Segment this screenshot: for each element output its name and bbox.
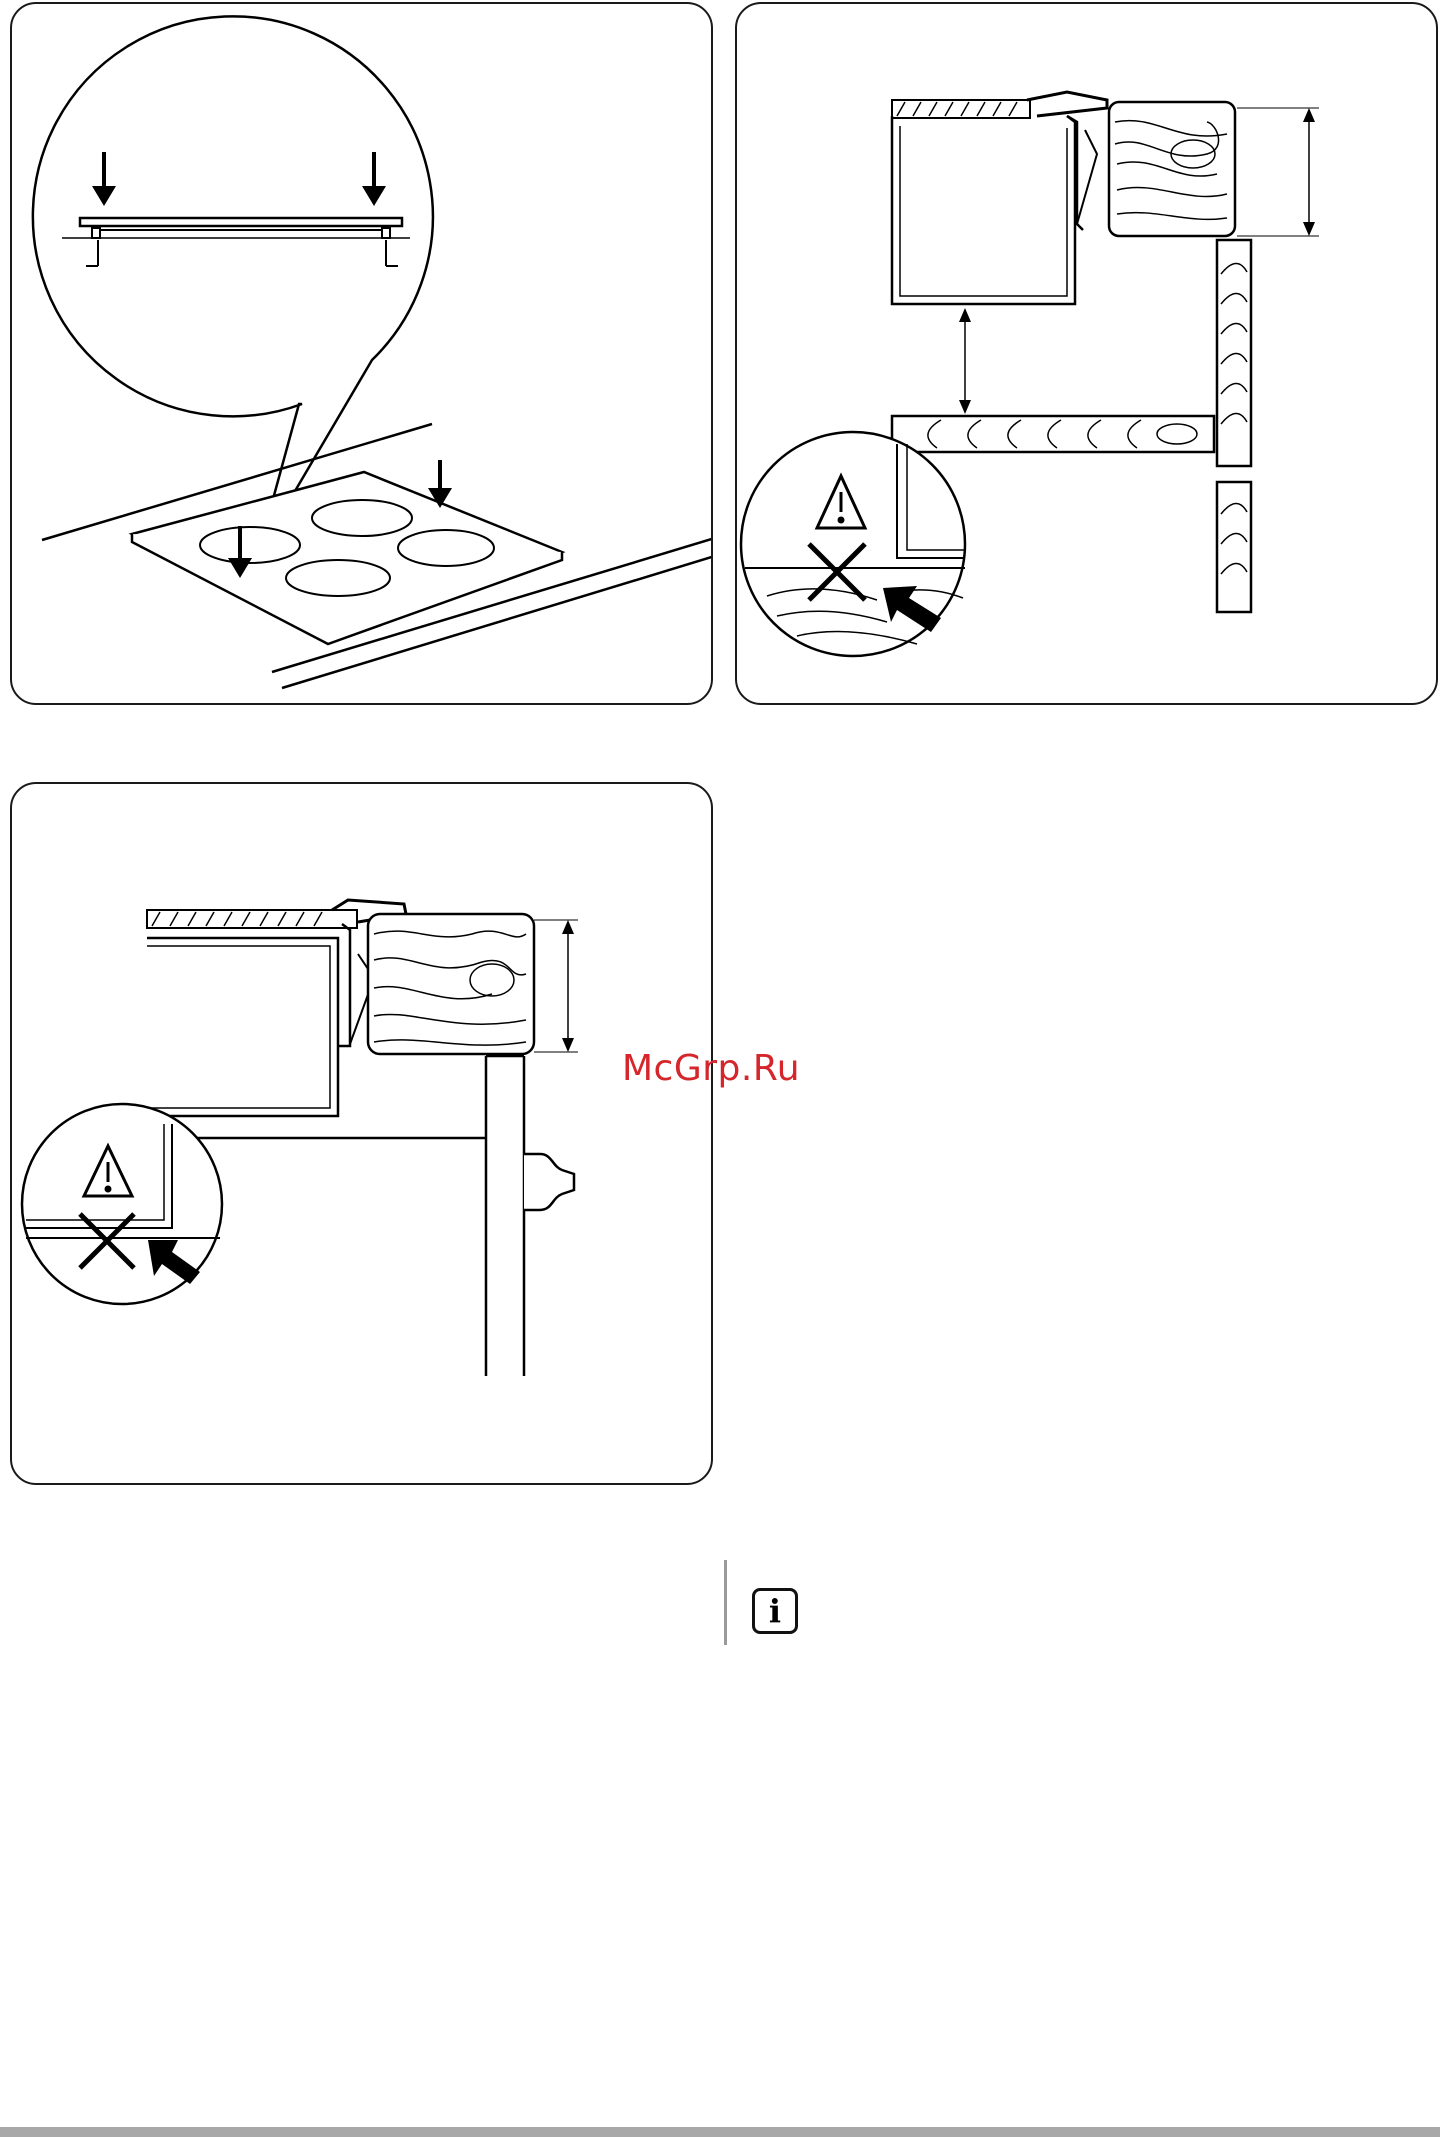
figure-drawer-clearance <box>10 782 713 1485</box>
info-icon: i <box>752 1588 798 1634</box>
figure-cabinet-gap <box>735 2 1438 705</box>
note-divider <box>724 1560 727 1645</box>
warning-detail <box>22 1104 222 1304</box>
figure-hob-placement <box>10 2 713 705</box>
magnifier-bubble <box>33 16 433 554</box>
watermark-text: McGrp.Ru <box>622 1048 800 1089</box>
warning-detail <box>741 432 965 656</box>
info-glyph: i <box>769 1595 781 1627</box>
footer-rule <box>0 2127 1440 2137</box>
hob-plate <box>132 472 562 644</box>
